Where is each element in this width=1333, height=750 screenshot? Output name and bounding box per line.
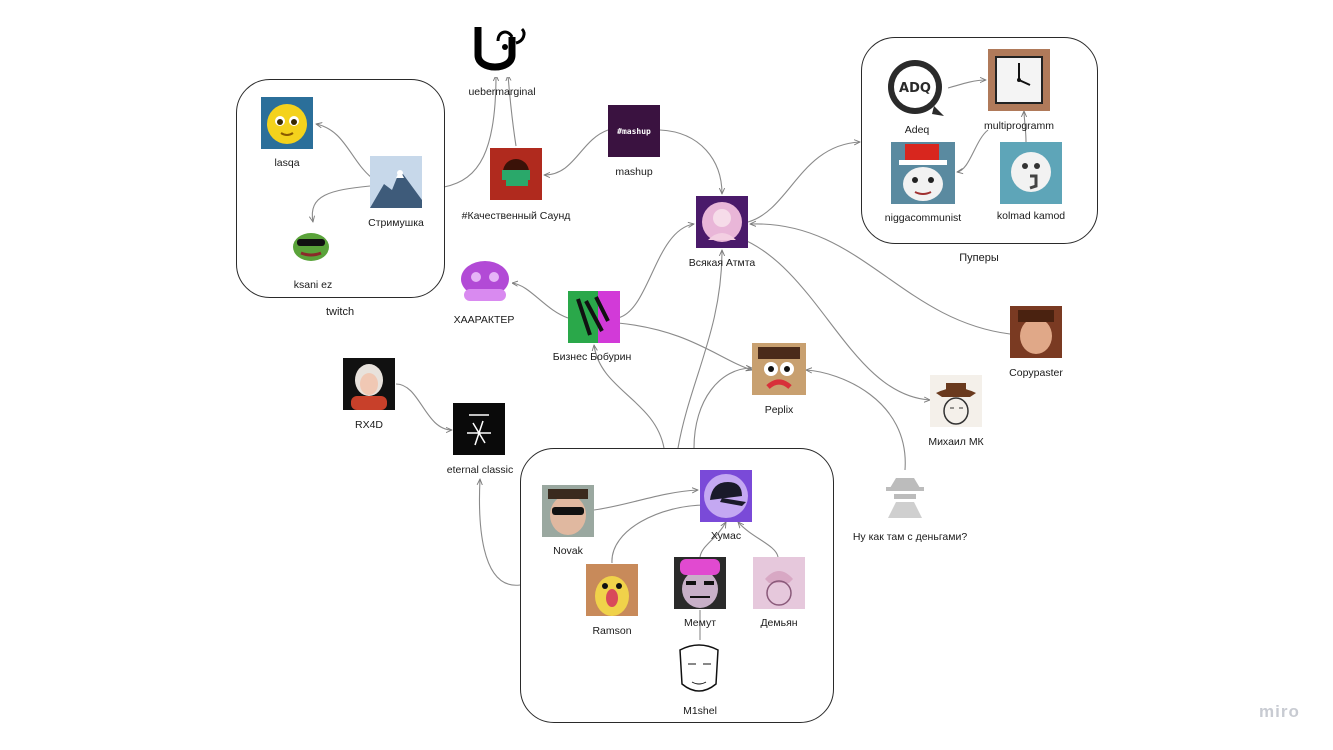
miro-brand-logo[interactable]: miro <box>1259 702 1300 721</box>
edge-bottom-eternal <box>479 479 521 586</box>
ue-logo-icon[interactable] <box>472 23 530 77</box>
edge-vsyakaya-pupery <box>747 142 860 223</box>
edge-biznes-peplix <box>617 322 752 370</box>
node-label-ksani[interactable]: ksani ez <box>293 279 333 291</box>
photo-avatar-icon[interactable] <box>1010 306 1062 358</box>
edge-twitch-uebermarginal <box>443 75 496 188</box>
adeq-logo-icon[interactable]: ADQ <box>884 56 948 120</box>
graffiti-icon[interactable] <box>568 291 620 343</box>
node-label-memut[interactable]: Мемут <box>683 617 717 629</box>
node-label-rx4d[interactable]: RX4D <box>354 419 384 431</box>
dark-cover-icon[interactable] <box>453 403 505 455</box>
edge-vsyakaya-mikhail <box>739 237 930 400</box>
mashup-badge-text: #mashup <box>617 126 651 136</box>
edge-rx4d-eternal <box>395 383 452 430</box>
pink-sketch-icon[interactable] <box>753 557 805 609</box>
node-label-biznes[interactable]: Бизнес Бобурин <box>552 351 632 363</box>
pink-girl-icon[interactable] <box>696 196 748 248</box>
node-label-uebermarginal[interactable]: uebermarginal <box>468 86 536 98</box>
node-label-vsyakaya[interactable]: Всякая Атмта <box>688 257 756 269</box>
group-pupery[interactable] <box>861 37 1098 244</box>
edge-adeq-multiprogramm <box>947 80 986 89</box>
sad-face-icon[interactable] <box>752 343 806 395</box>
node-label-humas[interactable]: Хумас <box>710 530 742 542</box>
ghost-face-icon[interactable] <box>1000 142 1062 204</box>
edge-ramson-humas <box>611 505 706 564</box>
spy-icon[interactable] <box>880 470 930 520</box>
edge-kolmad-multiprogramm <box>1024 111 1026 143</box>
node-label-mashup[interactable]: mashup <box>615 166 653 178</box>
node-label-kolmad[interactable]: kolmad kamod <box>996 210 1066 222</box>
node-label-m1shel[interactable]: M1shel <box>683 705 717 717</box>
edge-mashup-vsyakaya <box>659 129 722 194</box>
clock-icon[interactable] <box>988 49 1050 111</box>
sunglasses-face-icon[interactable] <box>542 485 594 537</box>
node-label-lasqa[interactable]: lasqa <box>274 157 300 169</box>
edge-mashup-kachestvenny <box>544 129 609 175</box>
node-label-eternal[interactable]: eternal classic <box>446 464 514 476</box>
edge-biznes-haarakter <box>512 283 569 319</box>
edge-demyan-humas <box>738 522 779 558</box>
node-label-ramson[interactable]: Ramson <box>592 625 632 637</box>
girl-portrait-icon[interactable] <box>343 358 395 410</box>
group-label-pupery: Пуперы <box>959 252 999 264</box>
edge-multiprogramm-niggacommunist <box>957 129 989 172</box>
pepe-frog-icon[interactable] <box>287 223 335 263</box>
mashup-tile-icon[interactable]: #mashup <box>608 105 660 157</box>
cowboy-sketch-icon[interactable] <box>930 375 982 427</box>
edge-novak-humas <box>593 490 698 511</box>
edge-memut-humas <box>699 522 726 558</box>
svg-text:ADQ: ADQ <box>899 81 931 96</box>
edge-copypaster-vsyakaya <box>750 224 1011 335</box>
group-bottom[interactable] <box>520 448 834 723</box>
node-label-multiprogramm[interactable]: multiprogramm <box>983 120 1055 132</box>
cat-hat-icon[interactable] <box>891 142 955 204</box>
node-label-kachestvenny[interactable]: #Качественный Саунд <box>461 210 571 222</box>
node-label-haarakter[interactable]: ХААРАКТЕР <box>453 314 515 326</box>
group-label-twitch: twitch <box>325 306 355 318</box>
line-face-icon[interactable] <box>670 640 728 700</box>
node-label-copypaster[interactable]: Copypaster <box>1009 367 1063 379</box>
cap-icon[interactable] <box>700 470 752 522</box>
edge-strimushka-lasqa <box>316 124 373 179</box>
edge-strimushka-ksani <box>312 185 371 222</box>
node-label-novak[interactable]: Novak <box>553 545 583 557</box>
mountain-icon[interactable] <box>370 156 422 208</box>
album-cover-icon[interactable] <box>490 148 542 200</box>
node-label-adeq[interactable]: Adeq <box>904 124 930 136</box>
purple-sticker-icon[interactable] <box>458 255 512 307</box>
group-twitch[interactable] <box>236 79 445 298</box>
node-label-strimushka[interactable]: Стримушка <box>368 217 424 229</box>
yellow-smiley-icon[interactable] <box>261 97 313 149</box>
edge-biznes-vsyakaya <box>617 224 694 319</box>
node-label-peplix[interactable]: Peplix <box>764 404 794 416</box>
bird-icon[interactable] <box>586 564 638 616</box>
node-label-niggacommunist[interactable]: niggacommunist <box>884 212 962 224</box>
edge-bottom-vsyakaya <box>677 250 722 449</box>
edge-nukak-peplix <box>806 370 906 471</box>
edge-bottom-biznes <box>594 345 665 449</box>
node-label-mikhail[interactable]: Михаил МК <box>928 436 984 448</box>
node-label-nukak[interactable]: Ну как там с деньгами? <box>852 531 968 543</box>
node-label-demyan[interactable]: Демьян <box>760 617 798 629</box>
edge-kachestvenny-uebermarginal <box>508 75 517 147</box>
pink-hat-face-icon[interactable] <box>674 557 726 609</box>
edge-bottom-peplix <box>693 368 752 449</box>
